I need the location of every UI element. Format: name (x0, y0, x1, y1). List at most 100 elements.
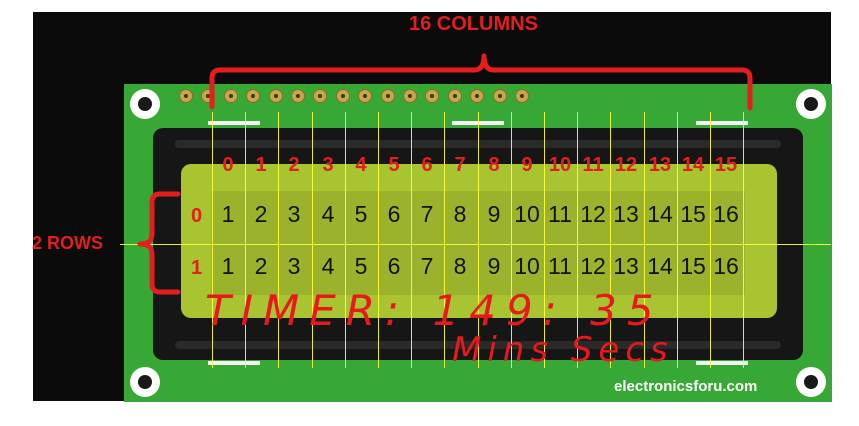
column-index-1: 1 (255, 154, 267, 176)
lcd-cell: 1 (221, 201, 235, 227)
bezel-clip (208, 361, 260, 365)
mounting-hole-icon (796, 367, 826, 397)
column-gridline (644, 112, 645, 368)
column-index-9: 9 (521, 154, 533, 176)
column-gridline (444, 112, 445, 368)
lcd-cell: 7 (420, 201, 434, 227)
mounting-hole-icon (796, 89, 826, 119)
column-index-14: 14 (681, 154, 705, 176)
lcd-cell: 16 (713, 253, 739, 279)
column-index-10: 10 (548, 154, 572, 176)
column-gridline (544, 112, 545, 368)
header-pin-icon (492, 89, 507, 103)
lcd-cell: 5 (354, 253, 368, 279)
lcd-cell: 12 (580, 201, 606, 227)
lcd-cell: 14 (647, 201, 673, 227)
column-gridline (345, 112, 346, 368)
lcd-cell: 11 (548, 201, 572, 227)
row-index-1: 1 (191, 257, 203, 279)
column-gridline (278, 112, 279, 368)
lcd-cell: 7 (420, 253, 434, 279)
column-index-12: 12 (614, 154, 638, 176)
lcd-cell: 11 (548, 253, 572, 279)
header-pin-icon (425, 89, 440, 103)
column-index-11: 11 (582, 154, 604, 176)
lcd-cell: 9 (487, 253, 501, 279)
lcd-cell: 3 (287, 201, 301, 227)
column-gridline (478, 112, 479, 368)
column-index-7: 7 (454, 154, 466, 176)
rows-label: 2 ROWS (32, 233, 104, 253)
header-pin-icon (403, 89, 417, 103)
column-index-5: 5 (388, 154, 400, 176)
column-gridline (245, 112, 246, 368)
header-pin-icon (223, 89, 238, 103)
lcd-cell: 4 (321, 201, 335, 227)
header-pin-icon (470, 89, 485, 103)
column-gridline (743, 112, 744, 368)
column-gridline (677, 112, 678, 368)
column-gridline (610, 112, 611, 368)
handwritten-timer: TIMER: 149: 35 (205, 286, 664, 335)
column-gridline (411, 112, 412, 368)
header-pin-icon (179, 89, 193, 103)
column-gridline (378, 112, 379, 368)
column-index-2: 2 (288, 154, 300, 176)
lcd-cell: 8 (453, 253, 467, 279)
lcd-cell: 16 (713, 201, 739, 227)
lcd-cell: 15 (680, 201, 706, 227)
lcd-cell: 1 (221, 253, 235, 279)
bracket-icon (137, 191, 181, 295)
header-pin-icon (447, 89, 462, 103)
header-pin-icon (358, 89, 373, 103)
column-index-3: 3 (322, 154, 334, 176)
mounting-hole-icon (130, 89, 160, 119)
lcd-cell: 14 (647, 253, 673, 279)
lcd-cell: 6 (387, 201, 401, 227)
handwritten-units: Mins Secs (452, 330, 674, 370)
header-pin-icon (335, 89, 350, 103)
lcd-cell: 9 (487, 201, 501, 227)
lcd-cell: 15 (680, 253, 706, 279)
column-gridline (212, 112, 213, 368)
header-pin-icon (313, 89, 328, 103)
lcd-cell: 2 (254, 253, 268, 279)
row-gridline (120, 244, 831, 245)
bezel-clip (208, 121, 260, 125)
column-index-15: 15 (714, 154, 738, 176)
column-gridline (312, 112, 313, 368)
column-gridline (577, 112, 578, 368)
bezel-clip (696, 121, 748, 125)
column-gridline (511, 112, 512, 368)
lcd-cell: 3 (287, 253, 301, 279)
column-index-4: 4 (355, 154, 367, 176)
column-index-0: 0 (222, 154, 234, 176)
header-pin-icon (515, 89, 529, 103)
column-index-8: 8 (488, 154, 500, 176)
header-pin-icon (380, 89, 395, 103)
lcd-cell: 10 (514, 201, 540, 227)
lcd-cell: 8 (453, 201, 467, 227)
column-gridline (710, 112, 711, 368)
column-index-6: 6 (421, 154, 433, 176)
lcd-cell: 10 (514, 253, 540, 279)
header-pin-icon (291, 89, 305, 103)
lcd-cell: 6 (387, 253, 401, 279)
header-pin-icon (246, 89, 261, 103)
lcd-cell: 13 (613, 253, 639, 279)
lcd-cell: 4 (321, 253, 335, 279)
bezel-clip (696, 361, 748, 365)
bracket-icon (209, 53, 753, 111)
lcd-cell: 13 (613, 201, 639, 227)
row-index-0: 0 (191, 205, 203, 227)
columns-label: 16 COLUMNS (409, 13, 538, 35)
header-pin-icon (268, 89, 283, 103)
column-index-13: 13 (648, 154, 672, 176)
lcd-cell: 2 (254, 201, 268, 227)
watermark: electronicsforu.com (614, 378, 758, 395)
lcd-cell: 12 (580, 253, 606, 279)
mounting-hole-icon (130, 367, 160, 397)
lcd-cell: 5 (354, 201, 368, 227)
